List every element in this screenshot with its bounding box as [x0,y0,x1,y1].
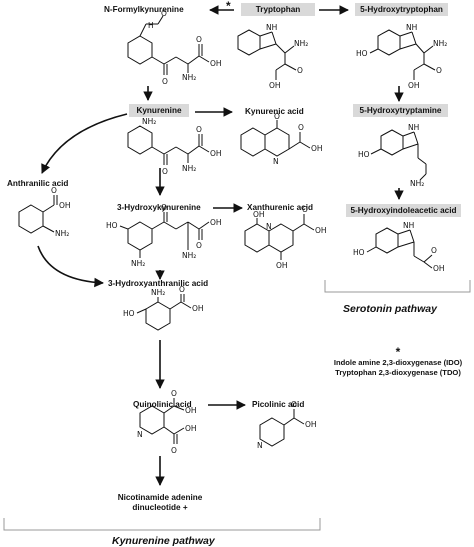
atom-oh: OH [210,59,222,68]
n-formylkynurenine-structure [127,15,210,75]
atom-oh: OH [433,264,445,273]
hydroxykynurenine-structure [119,212,210,258]
atom-nh: NH [403,221,414,230]
atom-oh: OH [315,226,327,235]
enzyme-marker: * [226,0,231,13]
atom-oh: OH [305,420,317,429]
hydroxytryptamine-box: 5-Hydroxytryptamine [353,104,448,117]
atom-h: H [148,21,154,30]
atom-oh: OH [192,304,204,313]
atom-o: O [298,123,304,132]
atom-o: O [274,112,280,121]
atom-n: N [137,430,143,439]
atom-o: O [431,246,437,255]
atom-ho: HO [123,309,135,318]
atom-o: O [302,205,308,214]
atom-o: O [196,125,202,134]
anthranilic-acid-structure [18,195,58,234]
arrow-anthranilic-to-3haa [37,245,104,288]
enzyme-legend: * Indole amine 2,3-dioxygenase (IDO) Try… [328,346,468,377]
serotonin-bracket [324,280,471,293]
xanthurenic-acid-structure [244,214,315,260]
atom-o: O [161,9,167,18]
legend-tdo: Tryptophan 2,3-dioxygenase (TDO) [335,367,461,377]
hydroxytryptophan-structure [369,29,436,80]
atom-ho: HO [356,49,368,58]
atom-n: N [266,222,272,231]
xanthurenic-acid-label: Xanthurenic acid [247,203,313,212]
atom-o: O [179,285,185,294]
atom-nh2: NH₂ [142,117,156,126]
atom-o: O [171,389,177,398]
atom-ho: HO [358,150,370,159]
atom-oh: OH [253,210,265,219]
atom-nh2: NH₂ [131,259,145,268]
atom-o: O [51,186,57,195]
hiaa-structure [366,227,433,269]
kynurenic-acid-label: Kynurenic acid [245,107,304,116]
atom-o: O [171,446,177,455]
picolinic-structure [259,409,305,447]
legend-marker: * [395,345,401,359]
atom-oh: OH [311,144,323,153]
anthranilic-acid-label: Anthranilic acid [7,179,69,188]
atom-nh: NH [406,23,417,32]
atom-oh: OH [408,81,420,90]
atom-nh2: NH₂ [182,164,196,173]
atom-n: N [273,157,279,166]
nad-line-1: Nicotinamide adenine [117,493,203,502]
hydroxykynurenine-label: 3-Hydroxykynurenine [117,203,201,212]
hydroxyanthranilic-label: 3-Hydroxyanthranilic acid [108,279,209,288]
atom-nh: NH [408,123,419,132]
atom-nh2: NH₂ [294,39,308,48]
legend-ido: Indole amine 2,3-dioxygenase (IDO) [333,358,463,367]
atom-nh2: NH₂ [433,39,447,48]
arrow-kyn-to-anthranilic [41,113,128,174]
quinolinic-structure [139,398,185,444]
n-formylkynurenine-label: N-Formylkynurenine [104,5,184,14]
atom-oh: OH [269,81,281,90]
atom-nh2: NH₂ [182,73,196,82]
hydroxytryptamine-structure [370,129,427,181]
atom-oh: OH [185,406,197,415]
atom-o: O [196,241,202,250]
atom-oh: OH [210,218,222,227]
atom-ho: HO [353,248,365,257]
hydroxyanthranilic-structure [136,294,192,331]
picolinic-acid-label: Picolinic acid [252,400,305,409]
atom-nh2: NH₂ [151,288,165,297]
nad-label: Nicotinamide adenine dinucleotide + [95,493,225,513]
atom-nh2: NH₂ [182,251,196,260]
nad-line-2: dinucleotide + [132,503,188,512]
hiaa-box: 5-Hydroxyindoleacetic acid [346,204,461,217]
tryptophan-box: Tryptophan [241,3,315,16]
atom-oh: OH [185,424,197,433]
kynurenine-pathway-title: Kynurenine pathway [112,535,215,547]
kynurenic-acid-structure [240,120,311,157]
atom-o: O [436,66,442,75]
kynurenine-box: Kynurenine [129,104,189,117]
atom-ho: HO [106,221,118,230]
atom-o: O [161,203,167,212]
atom-o: O [297,66,303,75]
tryptophan-structure [237,29,297,80]
atom-nh2: NH₂ [410,179,424,188]
atom-o: O [162,77,168,86]
atom-oh: OH [210,149,222,158]
atom-oh: OH [59,201,71,210]
quinolinic-acid-label: Quinolinic acid [133,400,192,409]
atom-n: N [257,441,263,450]
atom-o: O [291,400,297,409]
kynurenine-structure [127,125,210,165]
atom-o: O [196,35,202,44]
atom-nh: NH [266,23,277,32]
atom-o: O [162,167,168,176]
serotonin-pathway-title: Serotonin pathway [343,303,437,315]
kynurenine-bracket [3,518,321,531]
atom-nh2: NH₂ [55,229,69,238]
atom-oh: OH [276,261,288,270]
hydroxytryptophan-box: 5-Hydroxytryptophan [355,3,448,16]
